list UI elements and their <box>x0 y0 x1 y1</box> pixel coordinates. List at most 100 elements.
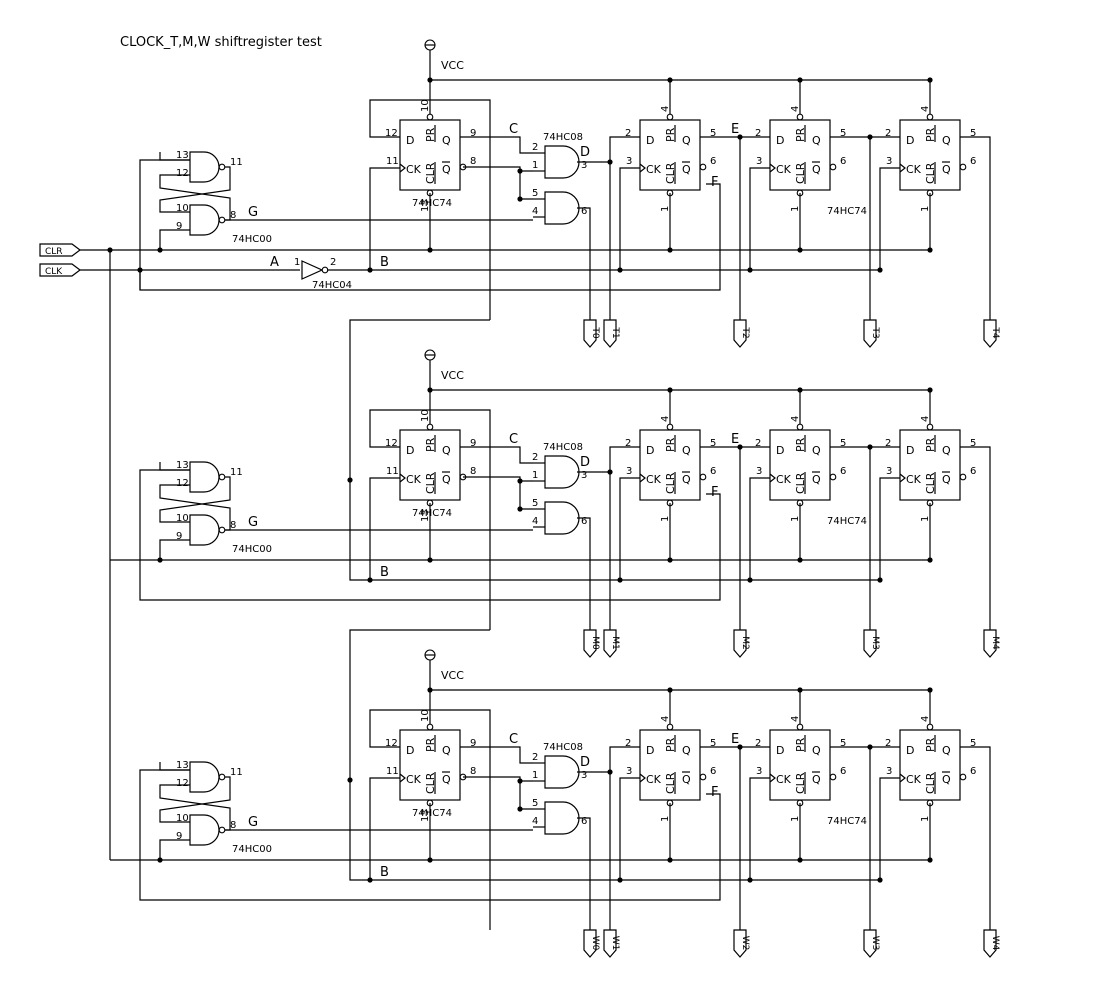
pin-number: 2 <box>885 128 891 139</box>
nand-gate-body <box>189 514 220 546</box>
output-port: T4 <box>983 319 1000 348</box>
output-port: T3 <box>863 319 880 348</box>
ff-pin-d: D <box>406 134 414 147</box>
junction-dot <box>747 577 753 583</box>
net-d-2 <box>609 746 640 772</box>
inversion-bubble <box>426 723 434 731</box>
output-port-label: M1 <box>610 636 620 650</box>
ff-pin-ck: CK <box>906 163 922 176</box>
ff-pin-ck: CK <box>406 163 422 176</box>
net-label-c: C <box>509 432 518 447</box>
q-out-wire <box>960 446 991 630</box>
pin-number: 8 <box>230 820 236 831</box>
ff-pin-qbar: Q <box>442 773 451 786</box>
output-port-label: M3 <box>870 636 880 650</box>
ff-pin-d: D <box>906 444 914 457</box>
ff-pin-ck: CK <box>646 473 662 486</box>
net-label-b: B <box>380 565 389 580</box>
pin-number: 1 <box>920 516 931 522</box>
clock-triangle <box>769 773 776 783</box>
inversion-bubble <box>926 723 934 731</box>
junction-dot <box>927 247 933 253</box>
ff-pin-pr: PR <box>664 437 677 452</box>
output-port: M0 <box>583 629 600 658</box>
pin-number: 4 <box>790 416 801 422</box>
vcc-label: VCC <box>441 369 464 382</box>
clock-triangle <box>399 473 406 483</box>
junction-dot <box>877 877 883 883</box>
ff-pin-clr: CLR <box>924 472 937 494</box>
inverter-body <box>301 260 324 280</box>
output-port-label: M2 <box>740 636 750 650</box>
ff-pin-d: D <box>646 744 654 757</box>
q-out-wire <box>960 746 991 930</box>
junction-dot <box>747 267 753 273</box>
junction-dot <box>517 196 523 202</box>
latch-feedback <box>139 769 721 901</box>
junction-dot <box>747 877 753 883</box>
ff-pin-q: Q <box>812 444 821 457</box>
pin-number: 11 <box>230 467 243 478</box>
output-port-label: M0 <box>590 636 600 650</box>
pin-number: 6 <box>840 766 846 777</box>
ff-pin-clr: CLR <box>424 772 437 794</box>
ff-pin-pr: PR <box>794 437 807 452</box>
junction-dot <box>347 777 353 783</box>
clock-wire <box>369 167 400 270</box>
q-out-wire <box>960 136 991 320</box>
and-gate-body <box>544 455 580 489</box>
ff-pin-ck: CK <box>646 163 662 176</box>
pin-number: 13 <box>420 809 431 822</box>
ff-pin-d: D <box>906 134 914 147</box>
pin-number: 4 <box>920 106 931 112</box>
pin-number: 1 <box>532 470 538 481</box>
ff-pin-clr: CLR <box>794 162 807 184</box>
net-c <box>460 746 533 764</box>
junction-dot <box>617 267 623 273</box>
ff-pin-qbar: Q <box>942 773 951 786</box>
pin-number: 2 <box>755 738 761 749</box>
junction-dot <box>107 247 113 253</box>
pin-number: 13 <box>176 460 189 471</box>
part-label-74hc74: 74HC74 <box>827 206 867 217</box>
output-port-flag <box>863 629 877 658</box>
pin-number: 10 <box>420 99 431 112</box>
part-label-74hc04: 74HC04 <box>312 280 352 291</box>
pin-number: 12 <box>385 128 398 139</box>
ff-pin-q: Q <box>442 444 451 457</box>
pin-number: 2 <box>532 452 538 463</box>
output-port: T2 <box>733 319 750 348</box>
ff-pin-q: Q <box>682 744 691 757</box>
inversion-bubble <box>699 163 707 171</box>
net-d-2 <box>609 446 640 472</box>
part-label-74hc00: 74HC00 <box>232 234 272 245</box>
net-label-f: F <box>711 175 718 190</box>
ff-pin-ck: CK <box>776 773 792 786</box>
latch-cross <box>159 166 231 213</box>
flip-flop-body <box>899 429 961 501</box>
pin-number: 1 <box>660 206 671 212</box>
inversion-bubble <box>426 113 434 121</box>
junction-dot <box>617 577 623 583</box>
junction-dot <box>517 478 523 484</box>
ff-pin-ck: CK <box>906 473 922 486</box>
net-label-b: B <box>380 865 389 880</box>
output-port-flag <box>583 319 597 348</box>
pin-number: 10 <box>420 709 431 722</box>
clock-triangle <box>399 163 406 173</box>
net-d <box>577 161 611 320</box>
net-label-f: F <box>711 485 718 500</box>
pin-number: 6 <box>840 466 846 477</box>
pin-number: 13 <box>420 509 431 522</box>
net-label-e: E <box>731 432 739 447</box>
part-label-74hc00: 74HC00 <box>232 544 272 555</box>
pin-number: 2 <box>625 438 631 449</box>
pin-number: 1 <box>660 816 671 822</box>
ff-pin-qbar: Q <box>812 163 821 176</box>
net-label-c: C <box>509 122 518 137</box>
